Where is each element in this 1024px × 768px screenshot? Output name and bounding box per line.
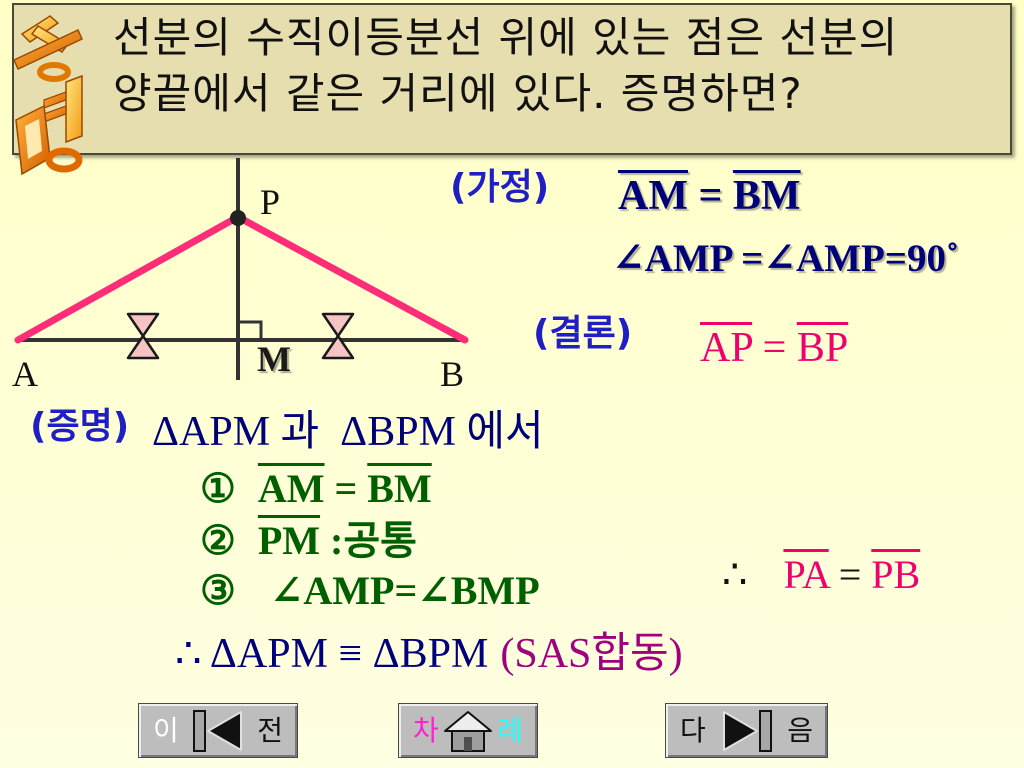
angle-equality: ∠AMP=∠BMP [269, 568, 540, 613]
segment-am: AM [618, 173, 688, 219]
home-icon[interactable] [442, 709, 494, 753]
toc-button-label-left: 차 [413, 713, 439, 747]
hypothesis-angle-equality: ∠AMP =∠AMP=90˚ [612, 237, 959, 280]
hypothesis-segment-equality: AM = BM [618, 175, 801, 217]
common-side-note: :공통 [320, 518, 417, 563]
point-a-label: A [12, 354, 38, 394]
prev-button[interactable]: 이 전 [138, 703, 298, 758]
prev-button-label-left: 이 [153, 713, 179, 747]
segment-bp: BP [796, 325, 849, 371]
point-p-dot [230, 210, 246, 226]
geometry-diagram [14, 158, 469, 380]
title-box: 선분의 수직이등분선 위에 있는 점은 선분의 양끝에서 같은 거리에 있다. … [12, 3, 1012, 155]
segment-ap-line [14, 214, 240, 344]
proof-intro: ΔAPM 과 ΔBPM 에서 [152, 409, 544, 455]
next-button-label-right: 음 [787, 713, 813, 747]
title-line-2: 양끝에서 같은 거리에 있다. 증명하면? [113, 69, 803, 118]
point-m-label: M [257, 339, 291, 379]
point-b-label: B [440, 354, 465, 394]
proof-result: ∴ PA = PB [722, 555, 920, 595]
equal-length-mark-bm [321, 312, 355, 360]
conclusion-statement: AP = BP [700, 327, 848, 369]
equal-length-mark-am [126, 312, 160, 360]
segment-bm: BM [732, 173, 801, 219]
point-p-label: P [260, 182, 281, 222]
segment-bm: BM [367, 466, 432, 511]
left-arrow-icon[interactable] [192, 709, 244, 753]
congruence-triangles: ∴ ΔAPM ≡ ΔBPM [175, 631, 489, 677]
proof-label: (증명) [30, 406, 130, 447]
hypothesis-label: (가정) [450, 167, 550, 208]
congruence-statement: ∴ ΔAPM ≡ ΔBPM(SAS합동) [175, 633, 683, 675]
segment-pm: PM [257, 518, 321, 563]
equals-sign: = [752, 325, 797, 371]
step-1-marker: ① [200, 466, 236, 511]
next-button[interactable]: 다 음 [665, 703, 828, 758]
prev-button-label-right: 전 [257, 713, 283, 747]
proof-step-3: ③ ∠AMP=∠BMP [200, 571, 540, 611]
toc-button[interactable]: 차 례 [398, 703, 538, 758]
right-angle-mark [238, 320, 263, 340]
next-button-label-left: 다 [680, 713, 706, 747]
congruence-reason: (SAS합동) [500, 631, 683, 677]
segment-pb: PB [871, 552, 921, 597]
segment-pb-line [236, 214, 469, 344]
conclusion-label: (결론) [533, 313, 633, 354]
step-3-marker: ③ [200, 568, 236, 613]
step-2-marker: ② [200, 518, 236, 563]
segment-pa: PA [783, 552, 829, 597]
therefore-symbol: ∴ [722, 552, 748, 597]
equals-sign: = [687, 173, 733, 219]
proof-step-1: ① AM = BM [200, 469, 432, 509]
segment-ap: AP [700, 325, 753, 371]
title-line-1: 선분의 수직이등분선 위에 있는 점은 선분의 [113, 13, 899, 62]
proof-logo-icon [13, 15, 83, 176]
right-arrow-icon[interactable] [721, 709, 773, 753]
segment-am: AM [257, 466, 325, 511]
proof-step-2: ② PM :공통 [200, 521, 417, 561]
toc-button-label-right: 례 [497, 713, 523, 747]
equals-sign: = [324, 466, 368, 511]
equals-sign: = [828, 552, 872, 597]
